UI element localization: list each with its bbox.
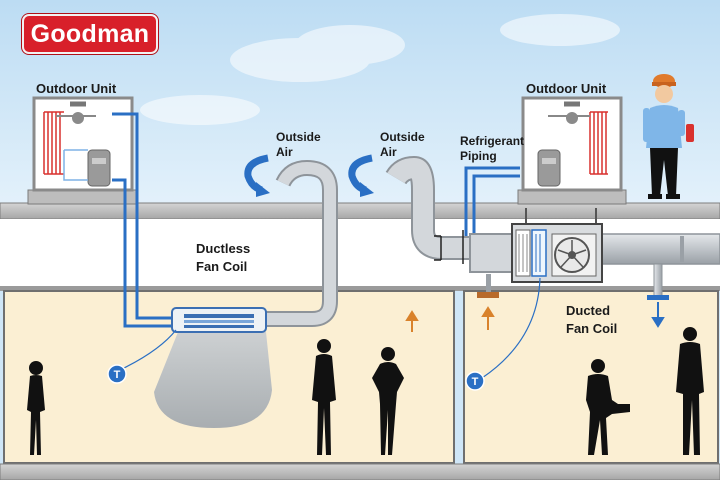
airflow-down-arrow-icon: [651, 302, 665, 328]
outside-air-label-2: Outside Air: [380, 130, 425, 159]
outdoor-unit-right-label: Outdoor Unit: [526, 81, 607, 96]
thermostat-right-icon: T: [465, 371, 485, 391]
airflow-cone: [154, 332, 272, 428]
person-silhouette-3: [372, 347, 404, 455]
supply-diffuser: [647, 295, 669, 300]
people-silhouettes: [27, 327, 704, 455]
return-plenum: [469, 233, 513, 273]
drop-duct: [653, 263, 663, 297]
outdoor-unit-right: [517, 96, 627, 205]
airflow-up-arrow-left-icon: [405, 310, 419, 332]
ductless-fan-coil-label: Ductless Fan Coil: [196, 241, 251, 274]
supply-trunk-duct: [599, 233, 720, 265]
outdoor-unit-left-label: Outdoor Unit: [36, 81, 117, 96]
duct-right: [387, 157, 520, 258]
ceiling-slab: [0, 286, 720, 291]
brand-name: Goodman: [30, 19, 150, 48]
outside-air-arrow-2-icon: [348, 154, 374, 197]
person-silhouette-5: [676, 327, 704, 455]
technician-figure: [643, 74, 694, 199]
thermostat-wire-right: [481, 277, 541, 379]
refrigerant-pipes-left: [112, 112, 174, 328]
ducted-fan-coil-label: Ducted Fan Coil: [566, 303, 618, 336]
duct-left: [226, 161, 336, 325]
return-grille: [477, 292, 499, 298]
floor-slab: [0, 463, 720, 480]
roof-slab: [0, 202, 720, 220]
thermostat-wire-left: [123, 329, 177, 369]
thermostat-right-label: T: [472, 376, 479, 388]
duct-joint: [680, 236, 684, 262]
person-silhouette-4: [586, 359, 630, 455]
damper: [434, 235, 442, 261]
ductless-fan-coil-unit: [154, 307, 272, 428]
ducted-fan-coil-unit: [511, 208, 603, 283]
thermostat-left-icon: T: [107, 364, 127, 384]
outside-air-arrow-1-icon: [244, 154, 270, 197]
return-drop: [486, 274, 491, 292]
thermostat-left-label: T: [114, 369, 121, 381]
goodman-logo[interactable]: Goodman: [22, 14, 158, 54]
refrigerant-piping-label: Refrigerant Piping: [460, 134, 525, 163]
person-silhouette-1: [27, 361, 45, 455]
person-silhouette-2: [312, 339, 336, 455]
outside-air-label-1: Outside Air: [276, 130, 321, 159]
clouds: [140, 14, 620, 125]
airflow-up-arrow-right-icon: [481, 306, 495, 330]
